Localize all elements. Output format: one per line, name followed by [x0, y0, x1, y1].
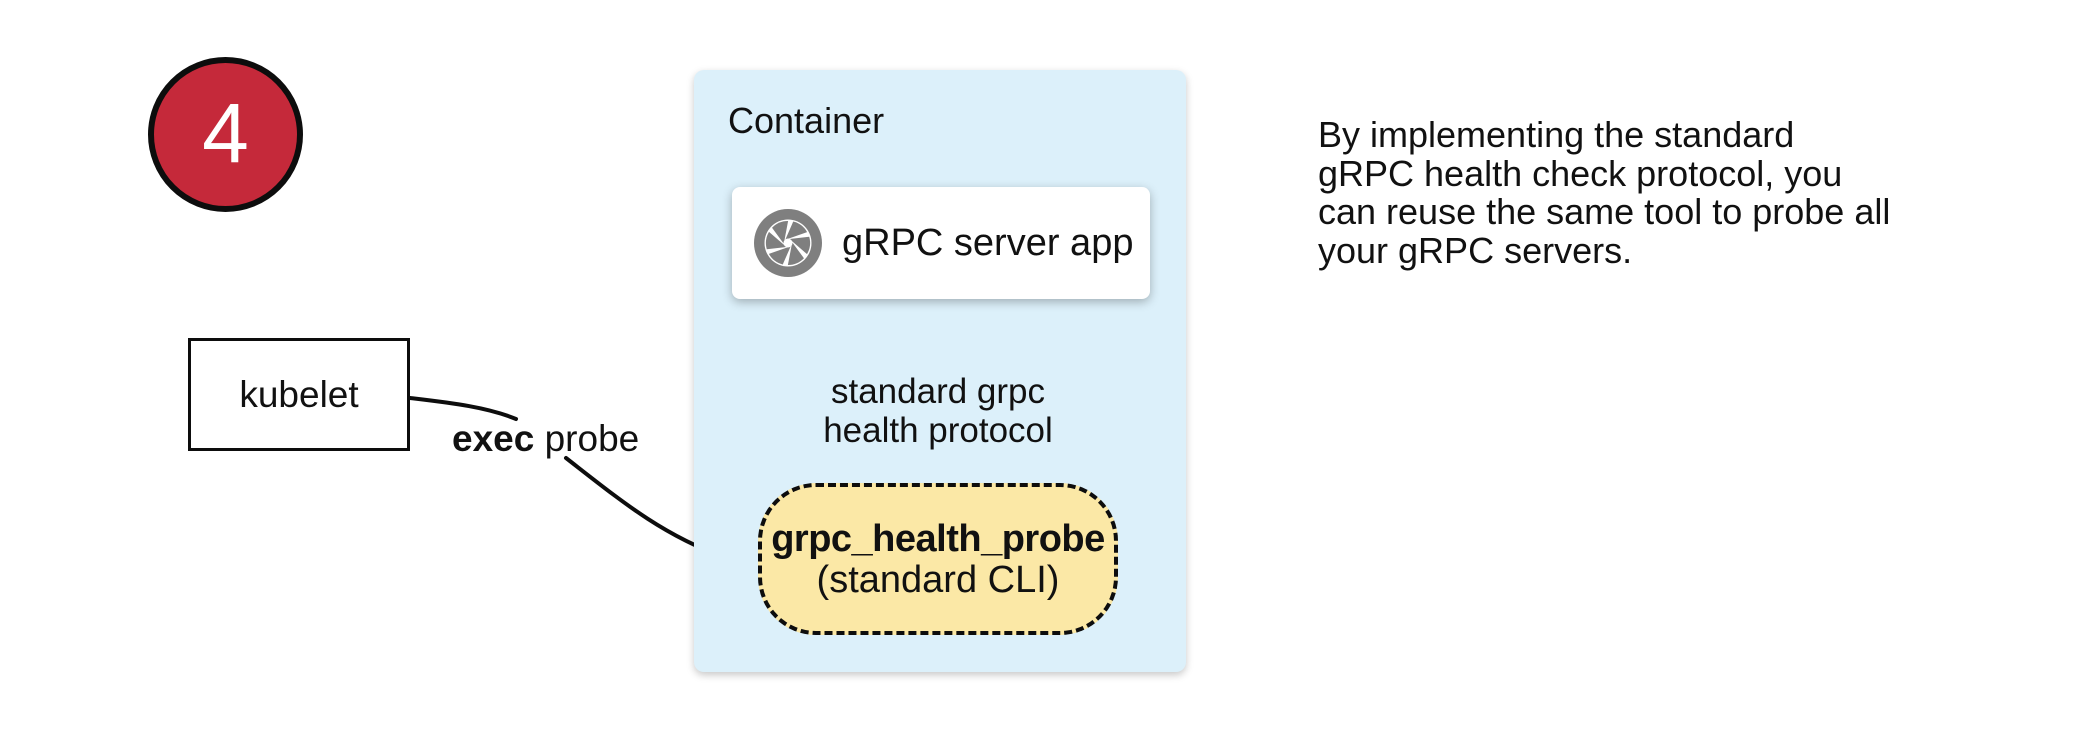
exec-probe-label: exec probe: [452, 418, 639, 460]
exec-probe-label-regular: probe: [534, 418, 640, 459]
step-badge: 4: [148, 57, 303, 212]
probe-pill-title: grpc_health_probe: [771, 518, 1105, 560]
grpc-server-label: gRPC server app: [842, 221, 1134, 264]
probe-pill-subtitle: (standard CLI): [816, 559, 1060, 601]
kubelet-label: kubelet: [239, 373, 359, 415]
exec-probe-label-bold: exec: [452, 418, 535, 459]
aperture-icon: [754, 209, 822, 277]
container-box: Container gRPC server app: [694, 70, 1186, 672]
protocol-arrow-label: standard grpc health protocol: [823, 372, 1053, 450]
exec-probe-arrow-segment-1: [408, 396, 518, 421]
kubelet-box: kubelet: [188, 338, 410, 451]
step-number: 4: [202, 85, 249, 180]
note-text: By implementing the standard gRPC health…: [1318, 114, 1891, 271]
container-title: Container: [728, 100, 885, 141]
grpc-server-box: gRPC server app: [732, 187, 1150, 299]
grpc-health-probe-pill: grpc_health_probe (standard CLI): [758, 483, 1118, 635]
